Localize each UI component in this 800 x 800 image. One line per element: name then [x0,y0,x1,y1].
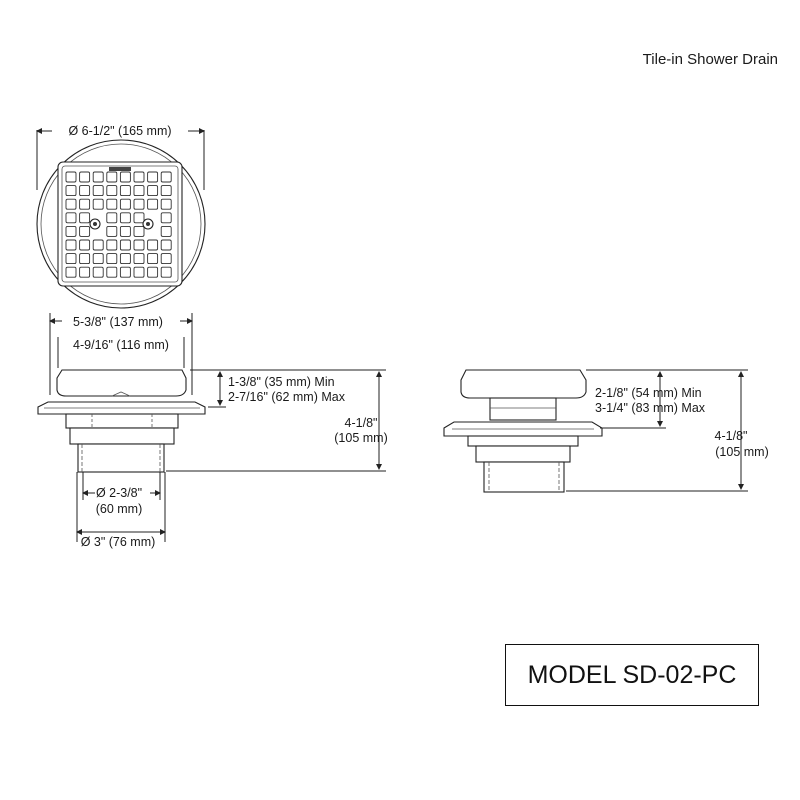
grate-hole [147,239,159,251]
top-view: Ø 6-1/2" (165 mm) [36,124,206,309]
grate-hole [79,171,91,183]
grate-hole [160,239,172,251]
grate-hole [147,185,159,197]
grate-hole [119,198,131,210]
grate-hole [92,185,104,197]
grate-hole [160,198,172,210]
grate-hole [147,198,159,210]
grate-hole [79,212,91,224]
front-pipe-inner-line2: (60 mm) [96,502,143,516]
front-height-adj-line2: 2-7/16" (62 mm) Max [228,390,346,404]
grate-hole [133,225,145,237]
grate-hole [106,253,118,265]
grate-hole [92,266,104,278]
side-height-adj-line2: 3-1/4" (83 mm) Max [595,401,706,415]
grate-hole [79,225,91,237]
grate-hole [65,239,77,251]
grate-hole [119,225,131,237]
front-view: 5-3/8" (137 mm) 4-9/16" (116 mm) 1-3/8" … [37,313,388,549]
front-total-height-line2: (105 mm) [334,431,387,445]
side-total-height-line2: (105 mm) [715,445,768,459]
drawing-title: Tile-in Shower Drain [643,51,778,68]
grate-hole [65,253,77,265]
grate-hole [133,239,145,251]
side-total-height-line1: 4-1/8" [715,429,748,443]
model-label: MODEL SD-02-PC [527,660,737,689]
side-riser [489,397,557,421]
front-width-outer-label: 5-3/8" (137 mm) [73,315,163,329]
grate-hole [119,212,131,224]
grate-hole [106,212,118,224]
grate-hole [119,171,131,183]
side-height-adj-line1: 2-1/8" (54 mm) Min [595,386,702,400]
top-view-diameter-label: Ø 6-1/2" (165 mm) [68,124,171,138]
grate-hole [92,198,104,210]
grate-hole [119,266,131,278]
side-body-lower [475,445,571,463]
grate-hole [119,185,131,197]
grate-hole [79,185,91,197]
front-body-lower [69,427,175,445]
grate-hole [106,266,118,278]
side-view: 2-1/8" (54 mm) Min 3-1/4" (83 mm) Max 4-… [443,369,769,493]
grate-hole [65,212,77,224]
grate-hole [119,239,131,251]
grate-hole [106,185,118,197]
grate-hole [79,266,91,278]
grate-hole [119,253,131,265]
model-label-box: MODEL SD-02-PC [505,644,759,706]
grate-hole [65,225,77,237]
grate-hole [133,185,145,197]
grate-hole [106,198,118,210]
grate-screw-left-center [93,222,97,226]
grate-hole [160,253,172,265]
grate-hole [106,239,118,251]
grate-hole [92,171,104,183]
flange-inner-circle [40,143,202,305]
grate-hole [65,185,77,197]
grate-hole [65,266,77,278]
grate-hole [160,171,172,183]
grate-hole [106,171,118,183]
grate-hole [147,253,159,265]
grate-notch [109,167,131,171]
front-height-adj-line1: 1-3/8" (35 mm) Min [228,375,335,389]
grate-hole [79,253,91,265]
side-pipe [483,461,565,493]
front-width-inner-label: 4-9/16" (116 mm) [73,338,169,352]
grate-hole [147,171,159,183]
grate-hole [133,198,145,210]
front-pipe [77,443,165,473]
grate-hole [65,171,77,183]
grate-hole [133,171,145,183]
front-grate-notch [111,391,131,397]
side-body-upper [467,435,579,447]
grate-hole-grid [65,171,172,278]
grate-screw-right-center [146,222,150,226]
grate-hole [160,212,172,224]
grate-hole [133,253,145,265]
grate-hole [160,266,172,278]
grate-hole [160,225,172,237]
side-grate [460,369,587,399]
grate-hole [133,266,145,278]
grate-hole [160,185,172,197]
front-body-upper [65,413,179,429]
front-pipe-inner-line1: Ø 2-3/8" [96,486,142,500]
front-pipe-outer-label: Ø 3" (76 mm) [81,535,156,549]
grate-hole [79,198,91,210]
front-total-height-line1: 4-1/8" [345,416,378,430]
grate-square-inner [61,165,179,283]
front-grate [56,369,187,397]
grate-hole [133,212,145,224]
grate-hole [147,266,159,278]
grate-hole [92,239,104,251]
grate-hole [79,239,91,251]
grate-hole [65,198,77,210]
grate-hole [106,225,118,237]
grate-hole [92,253,104,265]
